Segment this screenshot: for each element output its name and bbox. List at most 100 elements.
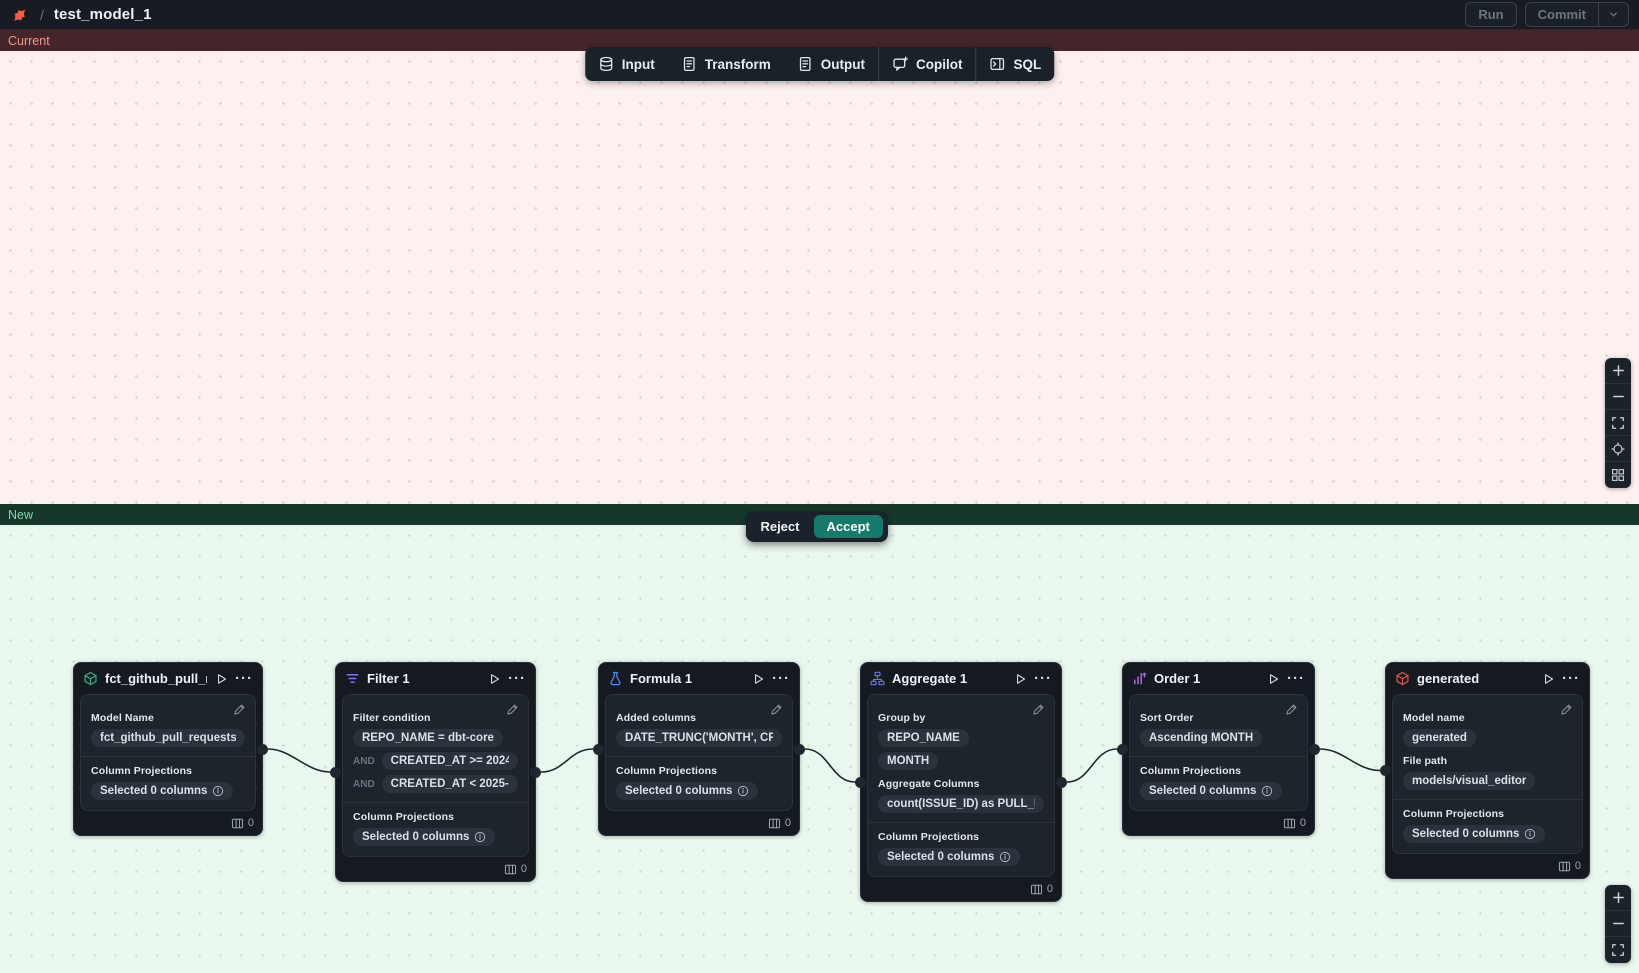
value-pill[interactable]: MONTH xyxy=(878,752,939,770)
chevron-down-icon[interactable] xyxy=(1599,9,1628,20)
info-icon xyxy=(212,785,224,797)
toolbar-item-transform[interactable]: Transform xyxy=(668,47,784,81)
edge-connector xyxy=(267,748,331,773)
node-footer: 0 xyxy=(1386,854,1589,878)
info-icon xyxy=(999,851,1011,863)
zoom-in-button[interactable] xyxy=(1605,885,1631,911)
commit-split-button[interactable]: Commit xyxy=(1524,2,1629,27)
fit-view xyxy=(1611,416,1625,430)
document-icon xyxy=(797,56,813,72)
dbt-logo-icon[interactable] xyxy=(10,5,30,25)
pencil-icon[interactable] xyxy=(1285,703,1298,716)
ellipsis-menu-icon[interactable]: ··· xyxy=(1034,670,1052,687)
toolbar-item-label: Copilot xyxy=(916,56,963,72)
value-pill[interactable]: REPO_NAME xyxy=(878,729,969,747)
toolbar-item-copilot[interactable]: Copilot xyxy=(879,47,976,81)
value-pill[interactable]: Selected 0 columns xyxy=(878,848,1021,866)
new-canvas[interactable]: Reject Accept fct_github_pull_requests··… xyxy=(0,511,1639,973)
output-handle[interactable] xyxy=(794,743,805,755)
zoom-out-button[interactable] xyxy=(1605,911,1631,937)
edge-connector xyxy=(1319,748,1381,772)
pill-text: fct_github_pull_requests xyxy=(100,732,236,744)
section-label: Model Name xyxy=(91,712,154,724)
node-header[interactable]: Formula 1··· xyxy=(599,663,799,694)
value-pill[interactable]: CREATED_AT < 2025-03-01 xyxy=(381,775,518,793)
reject-button[interactable]: Reject xyxy=(750,516,809,537)
play-icon[interactable] xyxy=(1013,672,1027,686)
value-pill[interactable]: generated xyxy=(1403,729,1476,747)
node-fct-github-pull-requests[interactable]: fct_github_pull_requests···Model Namefct… xyxy=(73,662,268,836)
ellipsis-menu-icon[interactable]: ··· xyxy=(508,670,526,687)
toolbar-item-output[interactable]: Output xyxy=(784,47,878,81)
node-header[interactable]: fct_github_pull_requests··· xyxy=(74,663,262,694)
ellipsis-menu-icon[interactable]: ··· xyxy=(1562,670,1580,687)
input-handle[interactable] xyxy=(1380,765,1391,776)
pencil-icon[interactable] xyxy=(233,703,246,716)
output-handle[interactable] xyxy=(1309,743,1320,755)
row-count: 0 xyxy=(1046,883,1053,895)
value-pill[interactable]: CREATED_AT >= 2024-12-01 xyxy=(381,752,518,770)
fit-view-button[interactable] xyxy=(1605,410,1631,436)
toolbar-item-input[interactable]: Input xyxy=(585,47,668,81)
value-pill[interactable]: DATE_TRUNC('MONTH', CREATED_AT… xyxy=(616,729,782,747)
locate-button[interactable] xyxy=(1605,436,1631,462)
value-pill[interactable]: REPO_NAME = dbt-core xyxy=(353,729,503,747)
node-header[interactable]: Aggregate 1 ··· xyxy=(861,663,1061,694)
section-divider xyxy=(1393,799,1582,800)
tidy-layout xyxy=(1611,468,1625,482)
input-handle[interactable] xyxy=(855,776,866,788)
ellipsis-menu-icon[interactable]: ··· xyxy=(772,670,790,687)
tidy-layout-button[interactable] xyxy=(1605,462,1631,488)
play-icon[interactable] xyxy=(487,672,501,686)
zoom-out xyxy=(1611,389,1626,404)
pencil-icon[interactable] xyxy=(1560,703,1573,716)
play-icon[interactable] xyxy=(214,672,228,686)
zoom-in-button[interactable] xyxy=(1605,358,1631,384)
node-title: Aggregate 1 xyxy=(892,671,968,686)
output-handle[interactable] xyxy=(257,743,268,755)
output-handle[interactable] xyxy=(530,766,541,778)
info-icon xyxy=(1261,785,1273,797)
ellipsis-menu-icon[interactable]: ··· xyxy=(235,670,253,687)
pencil-icon[interactable] xyxy=(1032,703,1045,716)
value-pill[interactable]: Selected 0 columns xyxy=(1140,782,1283,800)
input-handle[interactable] xyxy=(593,743,604,755)
toolbar-item-sql[interactable]: SQL xyxy=(977,47,1055,81)
run-button[interactable]: Run xyxy=(1465,2,1517,27)
play-icon[interactable] xyxy=(1266,672,1280,686)
value-pill[interactable]: Selected 0 columns xyxy=(91,782,234,800)
value-pill[interactable]: Selected 0 columns xyxy=(616,782,759,800)
play-icon[interactable] xyxy=(1541,672,1555,686)
input-handle[interactable] xyxy=(1117,743,1128,755)
value-pill[interactable]: Ascending MONTH xyxy=(1140,729,1263,747)
value-pill[interactable]: Selected 0 columns xyxy=(1403,825,1546,843)
accept-button[interactable]: Accept xyxy=(813,515,883,538)
node-header[interactable]: Filter 1··· xyxy=(336,663,535,694)
output-handle[interactable] xyxy=(1056,776,1067,788)
value-pill[interactable]: models/visual_editor xyxy=(1403,772,1536,790)
value-pill[interactable]: count(ISSUE_ID) as PULL_REQUEST_… xyxy=(878,795,1044,813)
input-handle[interactable] xyxy=(330,766,341,778)
pencil-icon[interactable] xyxy=(506,703,519,716)
columns-icon xyxy=(231,817,244,830)
pencil-icon[interactable] xyxy=(770,703,783,716)
ellipsis-menu-icon[interactable]: ··· xyxy=(1287,670,1305,687)
value-pill[interactable]: Selected 0 columns xyxy=(353,828,496,846)
value-pill[interactable]: fct_github_pull_requests xyxy=(91,729,245,747)
node-header[interactable]: generated··· xyxy=(1386,663,1589,694)
fit-view-button[interactable] xyxy=(1605,937,1631,963)
zoom-out-button[interactable] xyxy=(1605,384,1631,410)
commit-button[interactable]: Commit xyxy=(1537,7,1586,22)
pill-text: REPO_NAME = dbt-core xyxy=(362,732,494,744)
toolbar-item-label: SQL xyxy=(1013,56,1042,72)
play-icon[interactable] xyxy=(751,672,765,686)
node-header[interactable]: Order 1··· xyxy=(1123,663,1314,694)
